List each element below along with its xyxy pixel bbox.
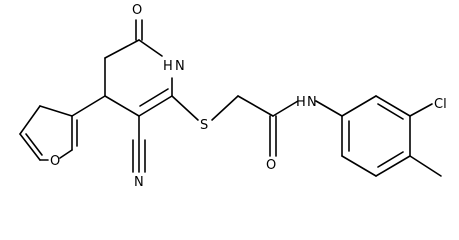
furan-ring-bonds xyxy=(19,95,106,161)
aryl-ring-bonds xyxy=(341,95,411,177)
furan-bond-4 xyxy=(19,133,41,161)
bond-aryl-methyl xyxy=(409,155,442,177)
ring-nh-n-label: N xyxy=(175,59,185,74)
carbonyl-oxygen-label: O xyxy=(132,3,142,18)
structure-diagram: O H N O N S O H N Cl xyxy=(19,3,447,190)
sulfur-label: S xyxy=(200,118,208,133)
bond-c4-furan xyxy=(71,95,106,117)
bond-c2-c3 xyxy=(138,95,173,117)
bond-c2-c3-double xyxy=(139,88,169,107)
bond-c3-c4 xyxy=(104,95,140,117)
furan-bond-4-double xyxy=(25,133,43,156)
aryl-bond-1 xyxy=(341,95,377,117)
aryl-bond-2 xyxy=(375,95,411,117)
nitrile-bonds xyxy=(132,115,146,173)
aryl-bond-4 xyxy=(375,155,411,177)
furan-bond-o1 xyxy=(59,149,73,159)
aryl-substituent-bonds xyxy=(409,103,442,177)
aryl-double-2 xyxy=(377,151,404,168)
bond-ch2-co xyxy=(237,95,274,117)
chlorine-label: Cl xyxy=(434,97,447,112)
bond-co-n xyxy=(272,100,299,117)
furan-oxygen-label: O xyxy=(50,154,60,169)
amide-n-label: N xyxy=(307,95,317,110)
furan-bond-3 xyxy=(19,105,41,135)
amide-h-label: H xyxy=(296,95,306,110)
bond-n-aryl xyxy=(315,100,343,117)
furan-bond-2 xyxy=(39,105,73,117)
bond-aryl-cl xyxy=(409,103,433,117)
bond-c6-n1 xyxy=(138,39,163,57)
bond-c5-c6 xyxy=(104,39,140,59)
linker-bonds xyxy=(171,95,343,157)
atom-labels: O H N O N S O H N Cl xyxy=(50,3,447,190)
bond-s-ch2 xyxy=(211,95,239,121)
molecule-drawing: O H N O N S O H N Cl xyxy=(19,3,447,190)
ring-nh-h-label: H xyxy=(163,59,173,74)
aryl-double-1 xyxy=(377,103,404,120)
bond-c2-s xyxy=(171,95,199,121)
aryl-bond-5 xyxy=(341,155,377,177)
amide-oxygen-label: O xyxy=(266,158,276,173)
nitrile-nitrogen-label: N xyxy=(134,175,144,190)
pyridinone-ring-bonds xyxy=(104,19,173,117)
